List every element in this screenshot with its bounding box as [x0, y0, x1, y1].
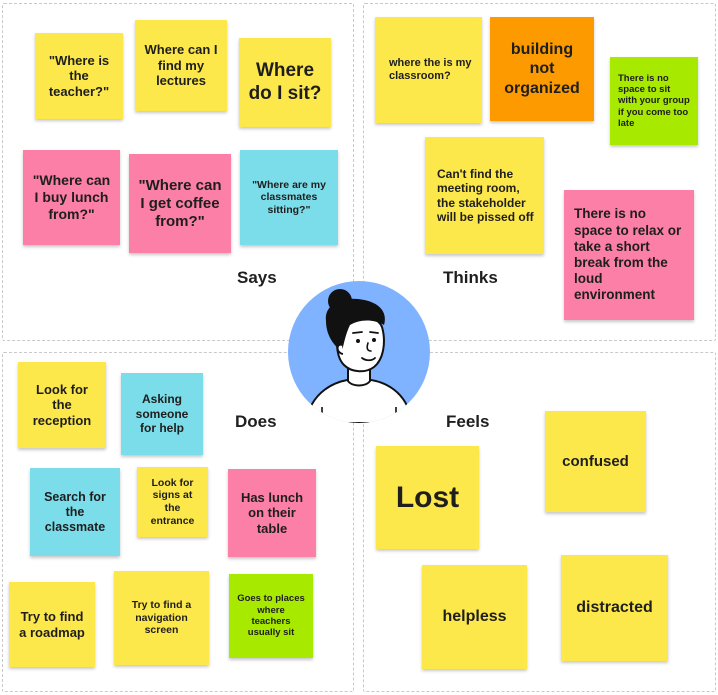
sticky-note[interactable]: There is no space to sit with your group… [610, 57, 698, 145]
thinks-label: Thinks [443, 268, 498, 287]
sticky-note[interactable]: Can't find the meeting room, the stakeho… [425, 137, 544, 254]
sticky-note[interactable]: Asking someone for help [121, 373, 203, 455]
sticky-note[interactable]: helpless [422, 565, 527, 669]
sticky-note[interactable]: Try to find a roadmap [9, 582, 95, 667]
sticky-note[interactable]: Has lunch on their table [228, 469, 316, 557]
sticky-note[interactable]: "Where are my classmates sitting?" [240, 150, 338, 245]
sticky-note[interactable]: Lost [376, 446, 479, 549]
says-quadrant [2, 3, 354, 341]
sticky-note[interactable]: Look for signs at the entrance [137, 467, 208, 537]
does-label: Does [235, 412, 277, 431]
sticky-note[interactable]: Look for the reception [18, 362, 106, 448]
sticky-note[interactable]: confused [545, 411, 646, 512]
sticky-note[interactable]: Where can I find my lectures [135, 20, 227, 111]
sticky-note[interactable]: Goes to places where teachers usually si… [229, 574, 313, 658]
sticky-note[interactable]: Search for the classmate [30, 468, 120, 556]
sticky-note[interactable]: distracted [561, 555, 668, 661]
sticky-note[interactable]: Where do I sit? [239, 38, 331, 127]
sticky-note[interactable]: where the is my classroom? [375, 17, 482, 123]
sticky-note[interactable]: "Where can I get coffee from?" [129, 154, 231, 253]
feels-quadrant [363, 352, 716, 692]
sticky-note[interactable]: There is no space to relax or take a sho… [564, 190, 694, 320]
sticky-note[interactable]: Try to find a navigation screen [114, 571, 209, 665]
person-avatar-icon [288, 281, 430, 423]
sticky-note[interactable]: "Where can I buy lunch from?" [23, 150, 120, 245]
does-quadrant [2, 352, 354, 692]
sticky-note[interactable]: "Where is the teacher?" [35, 33, 123, 119]
thinks-quadrant [363, 3, 716, 341]
sticky-note[interactable]: building not organized [490, 17, 594, 121]
feels-label: Feels [446, 412, 490, 431]
says-label: Says [237, 268, 277, 287]
